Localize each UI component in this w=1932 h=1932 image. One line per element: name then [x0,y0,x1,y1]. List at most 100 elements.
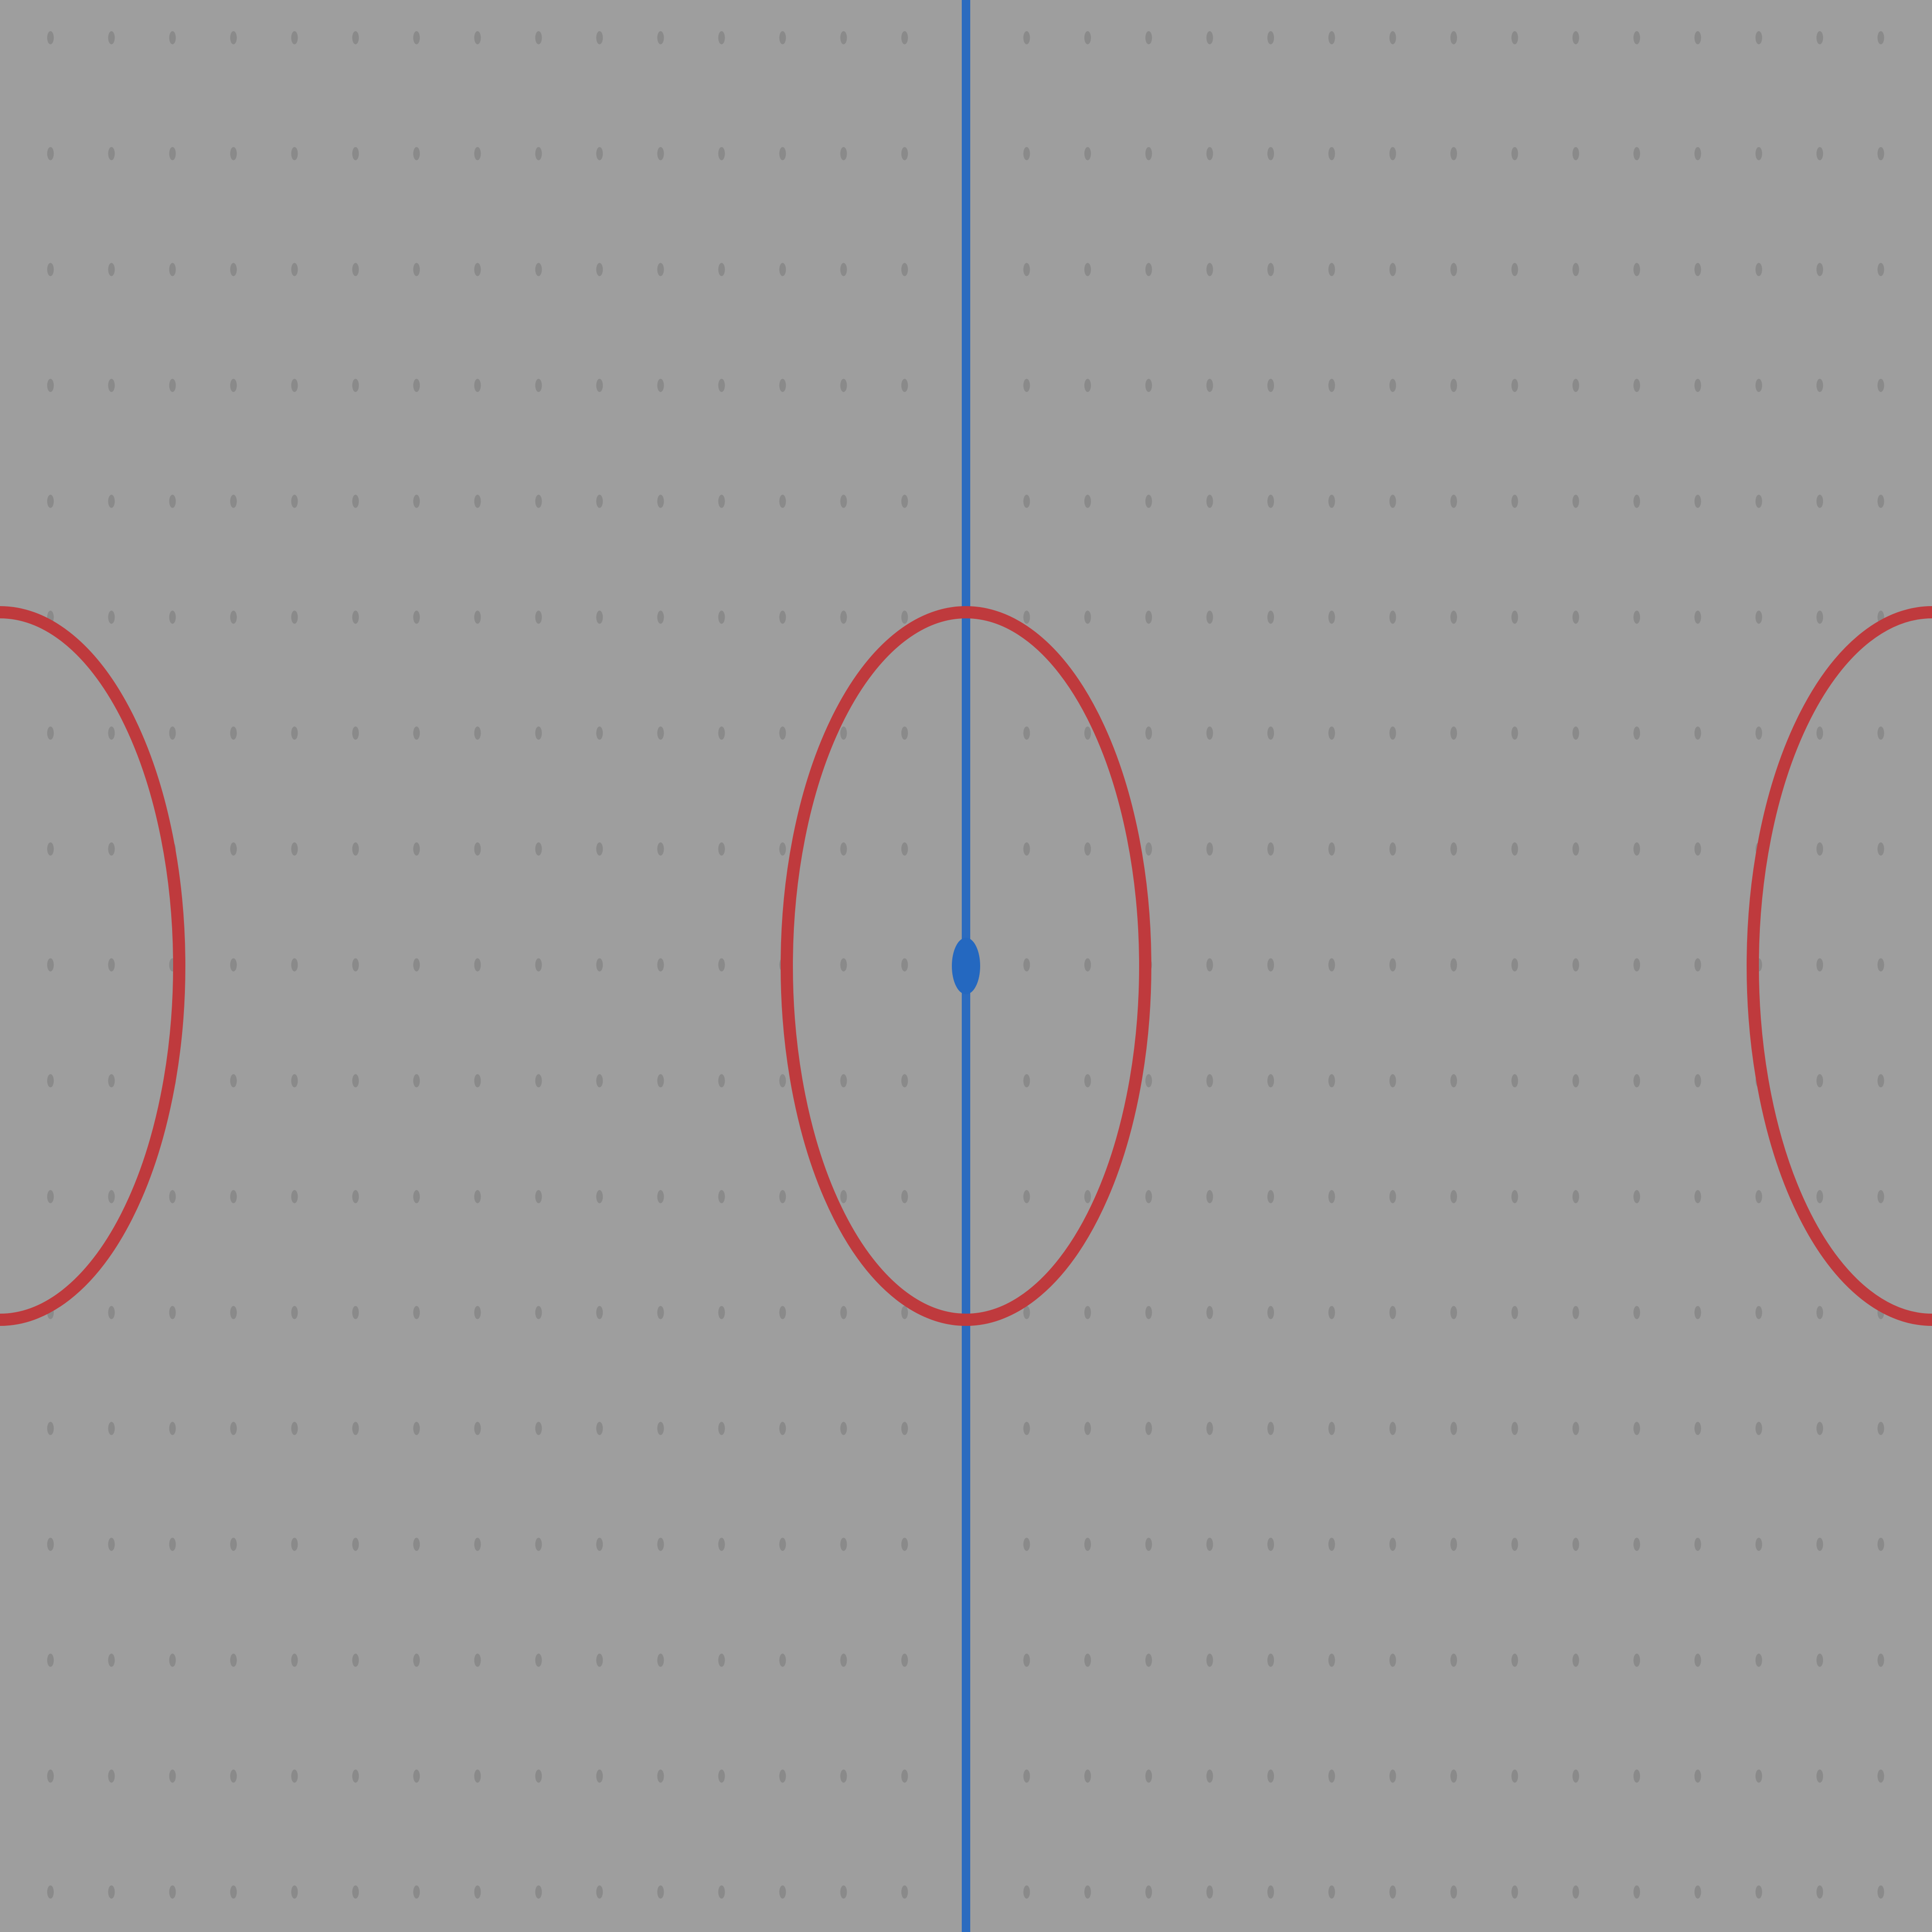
grid-dot [1633,263,1641,276]
grid-dot [1450,1538,1457,1551]
grid-dot [1328,1074,1335,1088]
grid-dot [901,1885,908,1899]
grid-dot [1572,1885,1579,1899]
grid-dot [413,1653,420,1667]
grid-dot [1267,147,1274,160]
grid-dot [413,610,420,624]
grid-dot [657,1306,664,1319]
grid-dot [1023,610,1030,624]
grid-dot [291,263,298,276]
grid-dot [596,147,603,160]
grid-dot [1450,610,1457,624]
grid-dot [1145,494,1152,508]
grid-dot [230,263,237,276]
grid-dot [1267,1538,1274,1551]
grid-dot [535,1306,542,1319]
grid-dot [596,379,603,392]
grid-dot [1694,1885,1701,1899]
grid-dot [1755,1190,1762,1203]
grid-dot [352,842,359,856]
grid-dot [535,1653,542,1667]
grid-dot [535,1074,542,1088]
grid-dot [1328,958,1335,972]
grid-dot [1755,726,1762,740]
grid-dot [352,494,359,508]
grid-dot [230,1538,237,1551]
grid-dot [1328,147,1335,160]
grid-dot [413,147,420,160]
grid-dot [779,1190,786,1203]
grid-dot [779,263,786,276]
grid-dot [1633,726,1641,740]
grid-dot [1267,31,1274,44]
grid-dot [1389,1769,1396,1783]
grid-dot [1816,842,1824,856]
grid-dot [1084,379,1091,392]
grid-dot [474,1653,481,1667]
grid-dot [1877,1190,1884,1203]
grid-dot [596,1074,603,1088]
grid-dot [1084,726,1091,740]
grid-dot [1633,1769,1641,1783]
grid-dot [1816,1306,1824,1319]
grid-dot [1633,147,1641,160]
grid-dot [1511,147,1518,160]
grid-dot [230,31,237,44]
grid-dot [1877,726,1884,740]
grid-dot [1145,1422,1152,1435]
grid-dot [169,494,176,508]
grid-dot [718,1538,725,1551]
grid-dot [1511,842,1518,856]
grid-dot [1694,147,1701,160]
grid-dot [535,610,542,624]
grid-dot [352,958,359,972]
grid-dot [108,1306,115,1319]
grid-dot [1206,842,1213,856]
grid-dot [474,1538,481,1551]
grid-dot [657,494,664,508]
grid-dot [1328,1306,1335,1319]
grid-dot [1328,1190,1335,1203]
grid-dot [169,610,176,624]
grid-dot [596,1769,603,1783]
grid-dot [169,726,176,740]
grid-dot [1816,147,1824,160]
grid-dot [47,842,54,856]
grid-dot [1206,1653,1213,1667]
grid-dot [840,958,847,972]
grid-dot [47,263,54,276]
grid-dot [230,1074,237,1088]
grid-dot [1084,31,1091,44]
grid-dot [47,379,54,392]
grid-dot [1450,31,1457,44]
grid-dot [291,1653,298,1667]
grid-dot [1633,958,1641,972]
grid-dot [1511,958,1518,972]
grid-dot [108,726,115,740]
grid-dot [657,1422,664,1435]
grid-dot [1816,1074,1824,1088]
grid-dot [779,610,786,624]
grid-dot [840,1306,847,1319]
grid-dot [230,958,237,972]
grid-dot [1694,842,1701,856]
grid-dot [474,1885,481,1899]
grid-dot [1267,1422,1274,1435]
grid-dot [1084,1074,1091,1088]
grid-dot [1511,1190,1518,1203]
grid-dot [1694,1306,1701,1319]
grid-dot [596,1306,603,1319]
grid-dot [1389,1422,1396,1435]
grid-dot [718,1653,725,1667]
grid-dot [169,263,176,276]
grid-dot [474,1422,481,1435]
grid-dot [840,31,847,44]
grid-dot [901,958,908,972]
grid-dot [1328,379,1335,392]
grid-dot [1206,1769,1213,1783]
grid-dot [1694,726,1701,740]
grid-dot [413,842,420,856]
grid-dot [779,1653,786,1667]
grid-dot [1084,1885,1091,1899]
grid-dot [901,31,908,44]
